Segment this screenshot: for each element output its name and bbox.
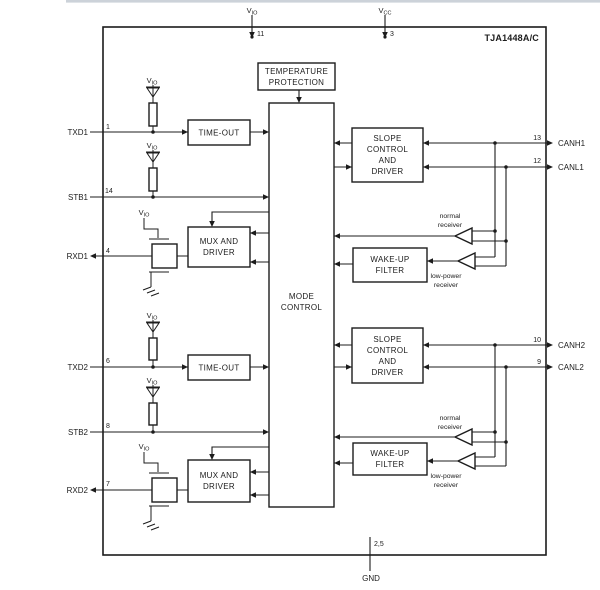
block-label: AND	[379, 357, 397, 366]
receiver-label: receiver	[434, 282, 459, 289]
ground-icon	[142, 286, 160, 297]
resistor-icon	[148, 167, 158, 192]
diode-icon	[146, 387, 160, 398]
diode-icon	[146, 152, 160, 163]
receiver-label: receiver	[434, 482, 459, 489]
receiver-label: normal	[440, 213, 461, 220]
block-label: MUX AND	[200, 471, 239, 480]
wires	[90, 15, 549, 571]
pin-label-canh1: CANH1	[558, 139, 586, 148]
receiver-label: low-power	[431, 473, 463, 480]
pin-label-txd1: TXD1	[68, 128, 89, 137]
diode-icon	[146, 322, 160, 333]
block-slope-control-driver-2: SLOPE CONTROL AND DRIVER	[351, 327, 424, 384]
pin-label-vcc: VCC	[379, 6, 392, 17]
normal-receiver-2-icon	[453, 427, 473, 447]
receiver-label: receiver	[438, 222, 463, 229]
pin-number-canh1: 13	[533, 135, 541, 142]
ground-icon	[142, 520, 160, 531]
page-edge-artifact	[66, 0, 600, 3]
low-power-receiver-1-icon	[456, 251, 476, 271]
pin-number-rxd2: 7	[106, 481, 110, 488]
pin-label-stb1: STB1	[68, 193, 89, 202]
rail-label-vio: VIO	[147, 376, 159, 387]
block-slope-control-driver-1: SLOPE CONTROL AND DRIVER	[351, 127, 424, 183]
pin-label-gnd: GND	[362, 574, 380, 583]
resistor-icon	[148, 402, 158, 426]
block-label: MODE	[289, 292, 314, 301]
block-wakeup-filter-2: WAKE-UP FILTER	[352, 442, 428, 476]
junction-dots	[151, 35, 508, 444]
receivers: normal receiver low-power receiver norma…	[431, 213, 476, 489]
transistor-node	[151, 243, 178, 269]
transistor-node	[151, 477, 178, 503]
pullup-txd1	[146, 85, 160, 132]
pin-label-canl2: CANL2	[558, 363, 584, 372]
pin-label-canh2: CANH2	[558, 341, 586, 350]
block-label: CONTROL	[281, 303, 322, 312]
block-mux-driver-1: MUX AND DRIVER	[187, 226, 251, 268]
rail-label-vio: VIO	[147, 76, 159, 87]
pin-label-rxd2: RXD2	[67, 486, 89, 495]
block-wakeup-filter-1: WAKE-UP FILTER	[352, 247, 428, 283]
rail-label-vio: VIO	[147, 311, 159, 322]
receiver-label: low-power	[431, 273, 463, 280]
chip-title: TJA1448A/C	[484, 33, 539, 43]
receiver-label: normal	[440, 415, 461, 422]
block-label: CONTROL	[367, 346, 408, 355]
block-label: SLOPE	[373, 134, 401, 143]
block-label: DRIVER	[371, 368, 403, 377]
output-stage-rxd2	[142, 452, 178, 531]
pin-number-stb1: 14	[105, 188, 113, 195]
rail-label-vio: VIO	[147, 141, 159, 152]
pin-label-vio: VIO	[247, 6, 259, 17]
block-label: MUX AND	[200, 237, 239, 246]
pin-number-txd1: 1	[106, 124, 110, 131]
pin-number-rxd1: 4	[106, 248, 110, 255]
pin-number-txd2: 6	[106, 358, 110, 365]
block-label: DRIVER	[203, 248, 235, 257]
pin-number-canh2: 10	[533, 337, 541, 344]
block-label: SLOPE	[373, 335, 401, 344]
block-label: DRIVER	[203, 482, 235, 491]
receiver-label: receiver	[438, 424, 463, 431]
resistor-icon	[148, 102, 158, 127]
arrowheads	[90, 32, 553, 498]
output-stage-rxd1	[142, 218, 178, 297]
block-timeout-2: TIME-OUT	[187, 354, 251, 381]
pullup-txd2	[146, 320, 160, 367]
block-timeout-1: TIME-OUT	[187, 119, 251, 146]
block-label: AND	[379, 156, 397, 165]
block-label: WAKE-UP	[370, 449, 409, 458]
block-label: DRIVER	[371, 167, 403, 176]
pin-number-gnd: 2,5	[374, 541, 384, 548]
rail-label-vio: VIO	[139, 208, 151, 219]
normal-receiver-1-icon	[453, 226, 473, 246]
block-label: FILTER	[376, 460, 405, 469]
pin-label-canl1: CANL1	[558, 163, 584, 172]
pin-number-vio: 11	[257, 31, 264, 38]
block-label: TEMPERATURE	[265, 67, 328, 76]
low-power-receiver-2-icon	[456, 451, 476, 471]
block-label: WAKE-UP	[370, 255, 409, 264]
block-label: CONTROL	[367, 145, 408, 154]
block-temperature-protection: TEMPERATURE PROTECTION	[257, 62, 336, 91]
block-label: TIME-OUT	[198, 364, 239, 373]
pin-label-rxd1: RXD1	[67, 252, 89, 261]
block-label: FILTER	[376, 266, 405, 275]
block-label: PROTECTION	[269, 78, 324, 87]
pin-number-canl2: 9	[537, 359, 541, 366]
block-mode-control: MODE CONTROL	[268, 102, 335, 508]
resistor-icon	[148, 337, 158, 361]
pin-label-txd2: TXD2	[68, 363, 89, 372]
diode-icon	[146, 87, 160, 98]
pin-number-vcc: 3	[390, 31, 394, 38]
pin-number-canl1: 12	[533, 158, 541, 165]
rail-label-vio: VIO	[139, 442, 151, 453]
block-label: TIME-OUT	[198, 129, 239, 138]
pin-number-stb2: 8	[106, 423, 110, 430]
block-mux-driver-2: MUX AND DRIVER	[187, 459, 251, 503]
pin-label-stb2: STB2	[68, 428, 89, 437]
